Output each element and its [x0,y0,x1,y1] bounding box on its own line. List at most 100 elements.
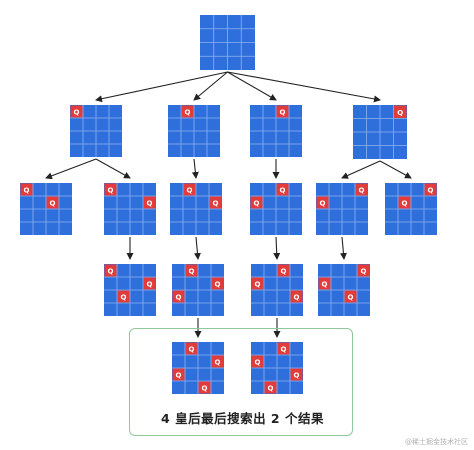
queen-icon: Q [280,109,286,117]
queen-icon: Q [189,268,195,276]
queen-cell [290,368,303,381]
board-l1-b: Q [168,105,220,157]
queen-cell [183,183,196,196]
queen-icon: Q [320,200,326,208]
board-l2-d: QQ [250,183,302,235]
queen-icon: Q [322,281,328,289]
queen-cell [276,105,289,118]
queen-icon: Q [268,385,274,393]
queen-cell [143,277,156,290]
queen-cell [424,183,437,196]
queen-icon: Q [74,109,80,117]
queen-icon: Q [147,200,153,208]
board-l1-d: Q [353,105,407,159]
queen-cell [104,264,117,277]
queen-icon: Q [280,187,286,195]
queen-cell [251,355,264,368]
queen-cell [172,368,185,381]
queen-cell [276,183,289,196]
edge-root-to-l1-a [95,71,228,103]
edge-l1-a-to-l2-a [45,158,97,180]
queen-icon: Q [397,109,403,117]
queen-cell [172,290,185,303]
edge-root-to-l1-b [193,71,228,101]
queen-cell [398,196,411,209]
queen-icon: Q [254,200,260,208]
result-caption: 4 皇后最后搜索出 2 个结果 [161,411,324,426]
queen-icon: Q [281,346,287,354]
board-l2-f: QQ [385,183,437,235]
queen-icon: Q [255,281,261,289]
queen-cell [104,183,117,196]
board-sol-a: Q Q Q Q [172,342,224,394]
queen-icon: Q [428,187,434,195]
queen-icon: Q [294,372,300,380]
queen-cell [277,342,290,355]
queen-cell [198,381,211,394]
board-l1-c: Q [250,105,302,157]
board-l3-b: Q Q Q [172,264,224,316]
queen-icon: Q [50,200,56,208]
queen-icon: Q [202,385,208,393]
edge-l1-a-to-l2-b [95,158,131,179]
queen-cell [290,290,303,303]
queen-cell [357,264,370,277]
edge-root-to-l1-d [227,71,381,103]
edge-l1-b-to-l2-c [191,158,199,179]
edge-l2-c-to-l3-b [193,236,201,260]
tree-edges [45,71,412,338]
queen-icon: Q [361,268,367,276]
edge-l2-d-to-l3-c [273,236,281,260]
board-l2-a: QQ [20,183,72,235]
queen-icon: Q [348,294,354,302]
queen-icon: Q [24,187,30,195]
edge-l2-e-to-l3-d [339,236,347,260]
queen-cell [318,277,331,290]
queen-icon: Q [121,294,127,302]
queen-icon: Q [215,281,221,289]
queen-icon: Q [189,346,195,354]
queen-cell [316,196,329,209]
queen-cell [20,183,33,196]
queen-cell [250,196,263,209]
queen-icon: Q [294,294,300,302]
queen-cell [394,105,407,118]
queen-cell [344,290,357,303]
queen-cell [277,264,290,277]
queen-icon: Q [108,187,114,195]
queen-cell [355,183,368,196]
queen-icon: Q [176,372,182,380]
queen-icon: Q [402,200,408,208]
board-l3-d: Q Q Q [318,264,370,316]
queen-cell [143,196,156,209]
queen-cell [46,196,59,209]
queen-cell [185,264,198,277]
board-l3-a: Q Q Q [104,264,156,316]
queen-cell [264,381,277,394]
board-sol-b: Q Q Q Q [251,342,303,394]
queen-icon: Q [185,109,191,117]
queen-icon: Q [213,200,219,208]
queen-cell [211,355,224,368]
queen-icon: Q [147,281,153,289]
queen-icon: Q [187,187,193,195]
queen-icon: Q [359,187,365,195]
queen-icon: Q [176,294,182,302]
queen-icon: Q [255,359,261,367]
edge-root-to-l1-c [227,71,277,101]
solutions-frame [129,328,353,436]
board-l2-e: QQ [316,183,368,235]
edge-l1-d-to-l2-f [379,160,412,179]
board-root [200,15,255,70]
queen-icon: Q [108,268,114,276]
queen-icon: Q [215,359,221,367]
queen-cell [70,105,83,118]
queen-cell [211,277,224,290]
queen-icon: Q [281,268,287,276]
queen-cell [185,342,198,355]
board-l2-b: QQ [104,183,156,235]
queen-cell [181,105,194,118]
edge-l1-d-to-l2-e [341,160,381,179]
